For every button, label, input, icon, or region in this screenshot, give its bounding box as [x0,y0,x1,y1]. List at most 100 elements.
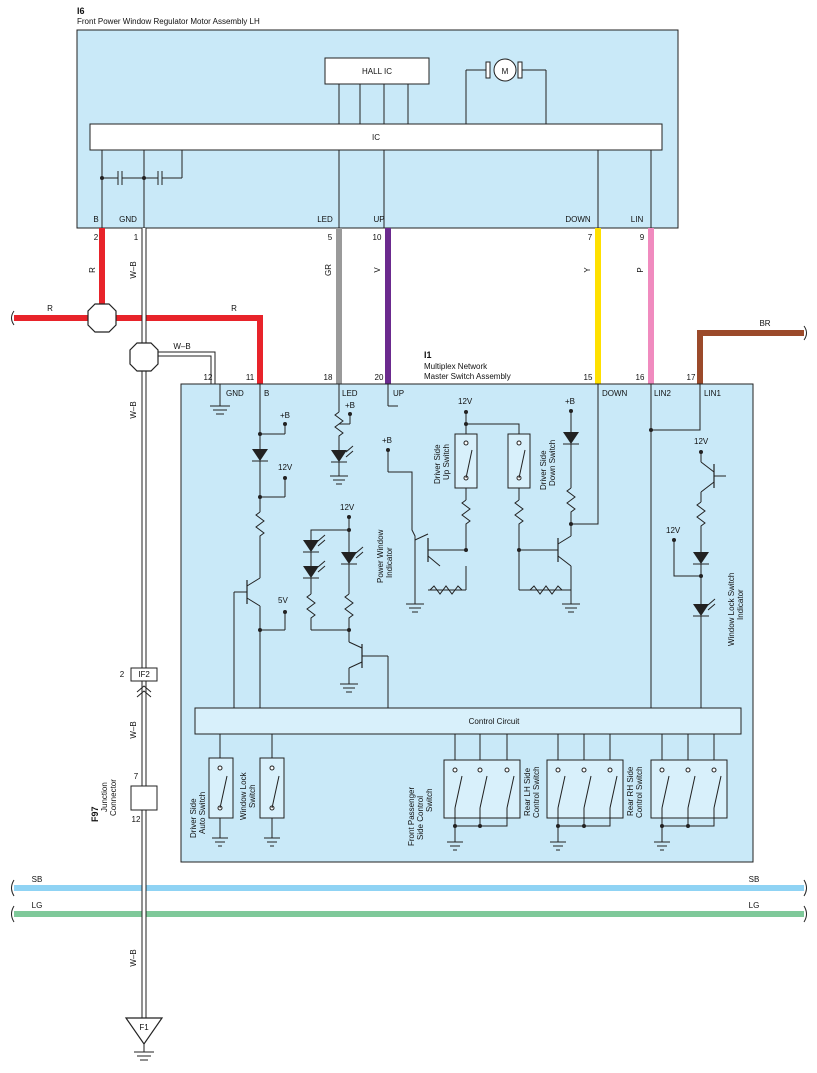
connector-if2: 2 IF2 [120,667,158,698]
svg-text:Switch: Switch [248,784,257,808]
svg-text:Control Switch: Control Switch [532,766,541,818]
svg-text:+B: +B [382,436,392,445]
svg-text:W–B: W–B [129,721,138,738]
svg-text:Y: Y [583,267,592,273]
svg-text:16: 16 [636,373,645,382]
svg-text:12V: 12V [694,437,709,446]
wire-p-lin: P [636,228,654,384]
splice-wb [129,342,159,372]
front-passenger-switch: Front Passenger Side Control Switch [407,734,521,851]
svg-text:W–B: W–B [129,401,138,418]
splice-red [87,303,117,333]
svg-text:20: 20 [375,373,384,382]
svg-text:Driver Side: Driver Side [189,798,198,838]
junction-connector-f97: 7 12 F97 Junction Connector [90,772,158,824]
svg-text:12: 12 [132,815,141,824]
wire-sb: SB SB [11,875,807,897]
svg-text:Window Lock: Window Lock [239,771,248,820]
svg-text:LG: LG [749,901,760,910]
svg-text:GND: GND [226,389,244,398]
svg-text:+B: +B [345,401,355,410]
motor-icon: M [465,58,547,124]
svg-text:LED: LED [342,389,358,398]
svg-text:UP: UP [373,215,384,224]
svg-text:18: 18 [324,373,333,382]
svg-text:Indicator: Indicator [385,547,394,578]
svg-text:M: M [502,67,509,76]
svg-text:Rear LH Side: Rear LH Side [523,767,532,816]
svg-text:Indicator: Indicator [736,589,745,620]
i1-name-2: Master Switch Assembly [424,372,511,381]
svg-text:17: 17 [687,373,696,382]
i6-name: Front Power Window Regulator Motor Assem… [77,17,260,26]
svg-text:Junction: Junction [100,782,109,812]
svg-text:B: B [93,215,98,224]
svg-text:DOWN: DOWN [602,389,628,398]
rear-rh-switch: Rear RH Side Control Switch [626,734,728,851]
svg-text:10: 10 [373,233,382,242]
svg-text:GND: GND [119,215,137,224]
svg-text:Window Lock Switch: Window Lock Switch [727,573,736,646]
svg-text:P: P [636,267,645,272]
svg-text:7: 7 [588,233,593,242]
rear-lh-switch: Rear LH Side Control Switch [523,734,624,851]
svg-text:11: 11 [246,373,255,382]
svg-text:1: 1 [134,233,139,242]
svg-text:Rear RH Side: Rear RH Side [626,766,635,816]
ic-label: IC [372,133,380,142]
hall-ic-label: HALL IC [362,67,392,76]
svg-text:Connector: Connector [109,779,118,816]
svg-text:LIN2: LIN2 [654,389,671,398]
svg-text:LIN: LIN [631,215,644,224]
svg-text:LED: LED [317,215,333,224]
svg-text:+B: +B [565,397,575,406]
svg-text:W–B: W–B [129,261,138,278]
i6-module: I6 Front Power Window Regulator Motor As… [76,6,679,242]
svg-text:9: 9 [640,233,645,242]
svg-text:Control Switch: Control Switch [635,766,644,818]
svg-text:UP: UP [393,389,404,398]
wire-red-b: R R R [11,228,263,384]
ic-bar [89,123,663,151]
svg-text:DOWN: DOWN [565,215,591,224]
svg-text:15: 15 [584,373,593,382]
svg-text:5: 5 [328,233,333,242]
svg-text:F97: F97 [90,806,100,822]
i1-code: I1 [424,350,432,360]
svg-text:12V: 12V [458,397,473,406]
control-circuit-label: Control Circuit [469,717,520,726]
svg-text:Down Switch: Down Switch [548,440,557,486]
svg-text:LIN1: LIN1 [704,389,721,398]
svg-text:12V: 12V [666,526,681,535]
svg-text:2: 2 [120,670,125,679]
svg-text:7: 7 [134,772,139,781]
svg-text:Front Passenger: Front Passenger [407,787,416,846]
svg-text:V: V [373,267,382,273]
svg-text:LG: LG [32,901,43,910]
svg-text:GR: GR [324,264,333,276]
svg-text:Driver Side: Driver Side [539,450,548,490]
svg-text:12: 12 [204,373,213,382]
svg-text:12V: 12V [278,463,293,472]
wire-gr-led: GR [324,228,342,384]
svg-text:R: R [231,304,237,313]
svg-text:R: R [88,267,97,273]
wire-lg: LG LG [11,901,807,923]
svg-text:IF2: IF2 [138,670,150,679]
svg-text:BR: BR [759,319,770,328]
wire-v-up: V [373,228,391,384]
svg-text:B: B [264,389,269,398]
svg-text:12V: 12V [340,503,355,512]
wire-br-lin1: BR [697,319,807,384]
i1-module: I1 Multiplex Network Master Switch Assem… [180,350,754,863]
svg-text:5V: 5V [278,596,288,605]
i1-name-1: Multiplex Network [424,362,488,371]
svg-text:W–B: W–B [129,949,138,966]
svg-text:Side Control: Side Control [416,796,425,840]
svg-text:R: R [47,304,53,313]
ground-f1: F1 [124,1017,164,1061]
hall-ic-box [324,57,430,85]
svg-text:Driver Side: Driver Side [433,444,442,484]
svg-text:2: 2 [94,233,99,242]
